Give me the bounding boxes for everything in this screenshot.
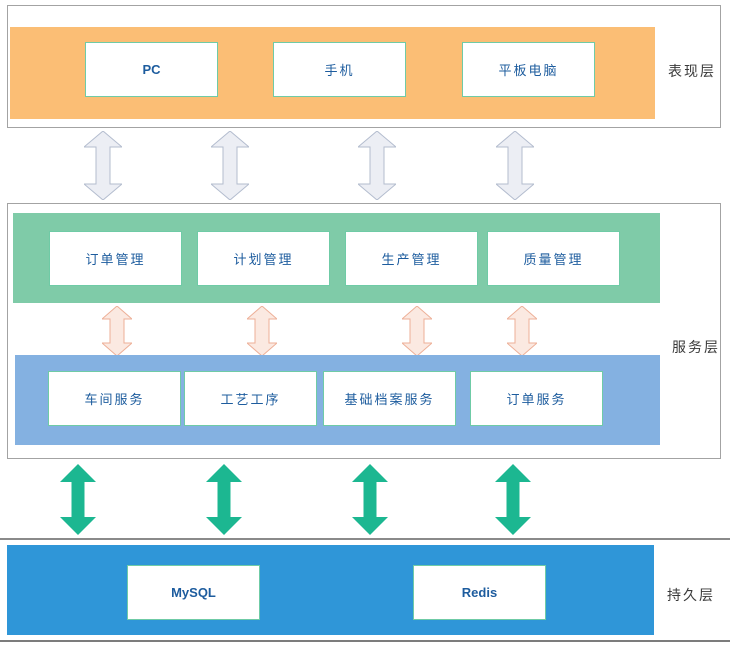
double-arrow-icon [352,464,388,535]
double-arrow-icon [358,131,396,200]
node-pc-label: PC [142,62,161,77]
node-redis: Redis [413,565,546,620]
node-mysql: MySQL [127,565,260,620]
double-arrow-icon [102,306,132,356]
node-mysql-label: MySQL [171,585,216,600]
double-arrow-icon [206,464,242,535]
node-order-management-label: 订单管理 [85,252,146,267]
divider [0,640,730,642]
node-tablet-label: 平板电脑 [498,63,559,78]
node-pc: PC [85,42,218,97]
node-redis-label: Redis [461,585,498,600]
double-arrow-icon [496,131,534,200]
node-workshop-service: 车间服务 [48,371,181,426]
presentation-band: PC 手机 平板电脑 [10,27,655,119]
service-layer-label: 服务层 [672,339,720,355]
service-layer-frame: 订单管理 计划管理 生产管理 质量管理 车间服务 工艺工序 基础档案服务 [7,203,721,459]
double-arrow-icon [84,131,122,200]
node-basic-archive-service: 基础档案服务 [323,371,456,426]
node-plan-management: 计划管理 [197,231,330,286]
double-arrow-icon [211,131,249,200]
node-mobile: 手机 [273,42,406,97]
presentation-layer-label: 表现层 [668,63,716,79]
node-order-management: 订单管理 [49,231,182,286]
divider [0,538,730,540]
double-arrow-icon [247,306,277,356]
node-order-service: 订单服务 [470,371,603,426]
node-mobile-label: 手机 [324,63,355,78]
service-band: 车间服务 工艺工序 基础档案服务 订单服务 [15,355,660,445]
node-production-management: 生产管理 [345,231,478,286]
management-band: 订单管理 计划管理 生产管理 质量管理 [13,213,660,303]
node-process-service-label: 工艺工序 [220,392,281,407]
node-tablet: 平板电脑 [462,42,595,97]
presentation-layer-frame: PC 手机 平板电脑 表现层 [7,5,721,128]
node-plan-management-label: 计划管理 [233,252,294,267]
node-basic-archive-service-label: 基础档案服务 [344,392,435,407]
double-arrow-icon [402,306,432,356]
node-production-management-label: 生产管理 [381,252,442,267]
node-quality-management: 质量管理 [487,231,620,286]
double-arrow-icon [507,306,537,356]
node-quality-management-label: 质量管理 [523,252,584,267]
persistence-layer-label: 持久层 [667,587,715,603]
node-order-service-label: 订单服务 [506,392,567,407]
double-arrow-icon [495,464,531,535]
node-process-service: 工艺工序 [184,371,317,426]
node-workshop-service-label: 车间服务 [84,392,145,407]
persistence-band: MySQL Redis [7,545,654,635]
double-arrow-icon [60,464,96,535]
